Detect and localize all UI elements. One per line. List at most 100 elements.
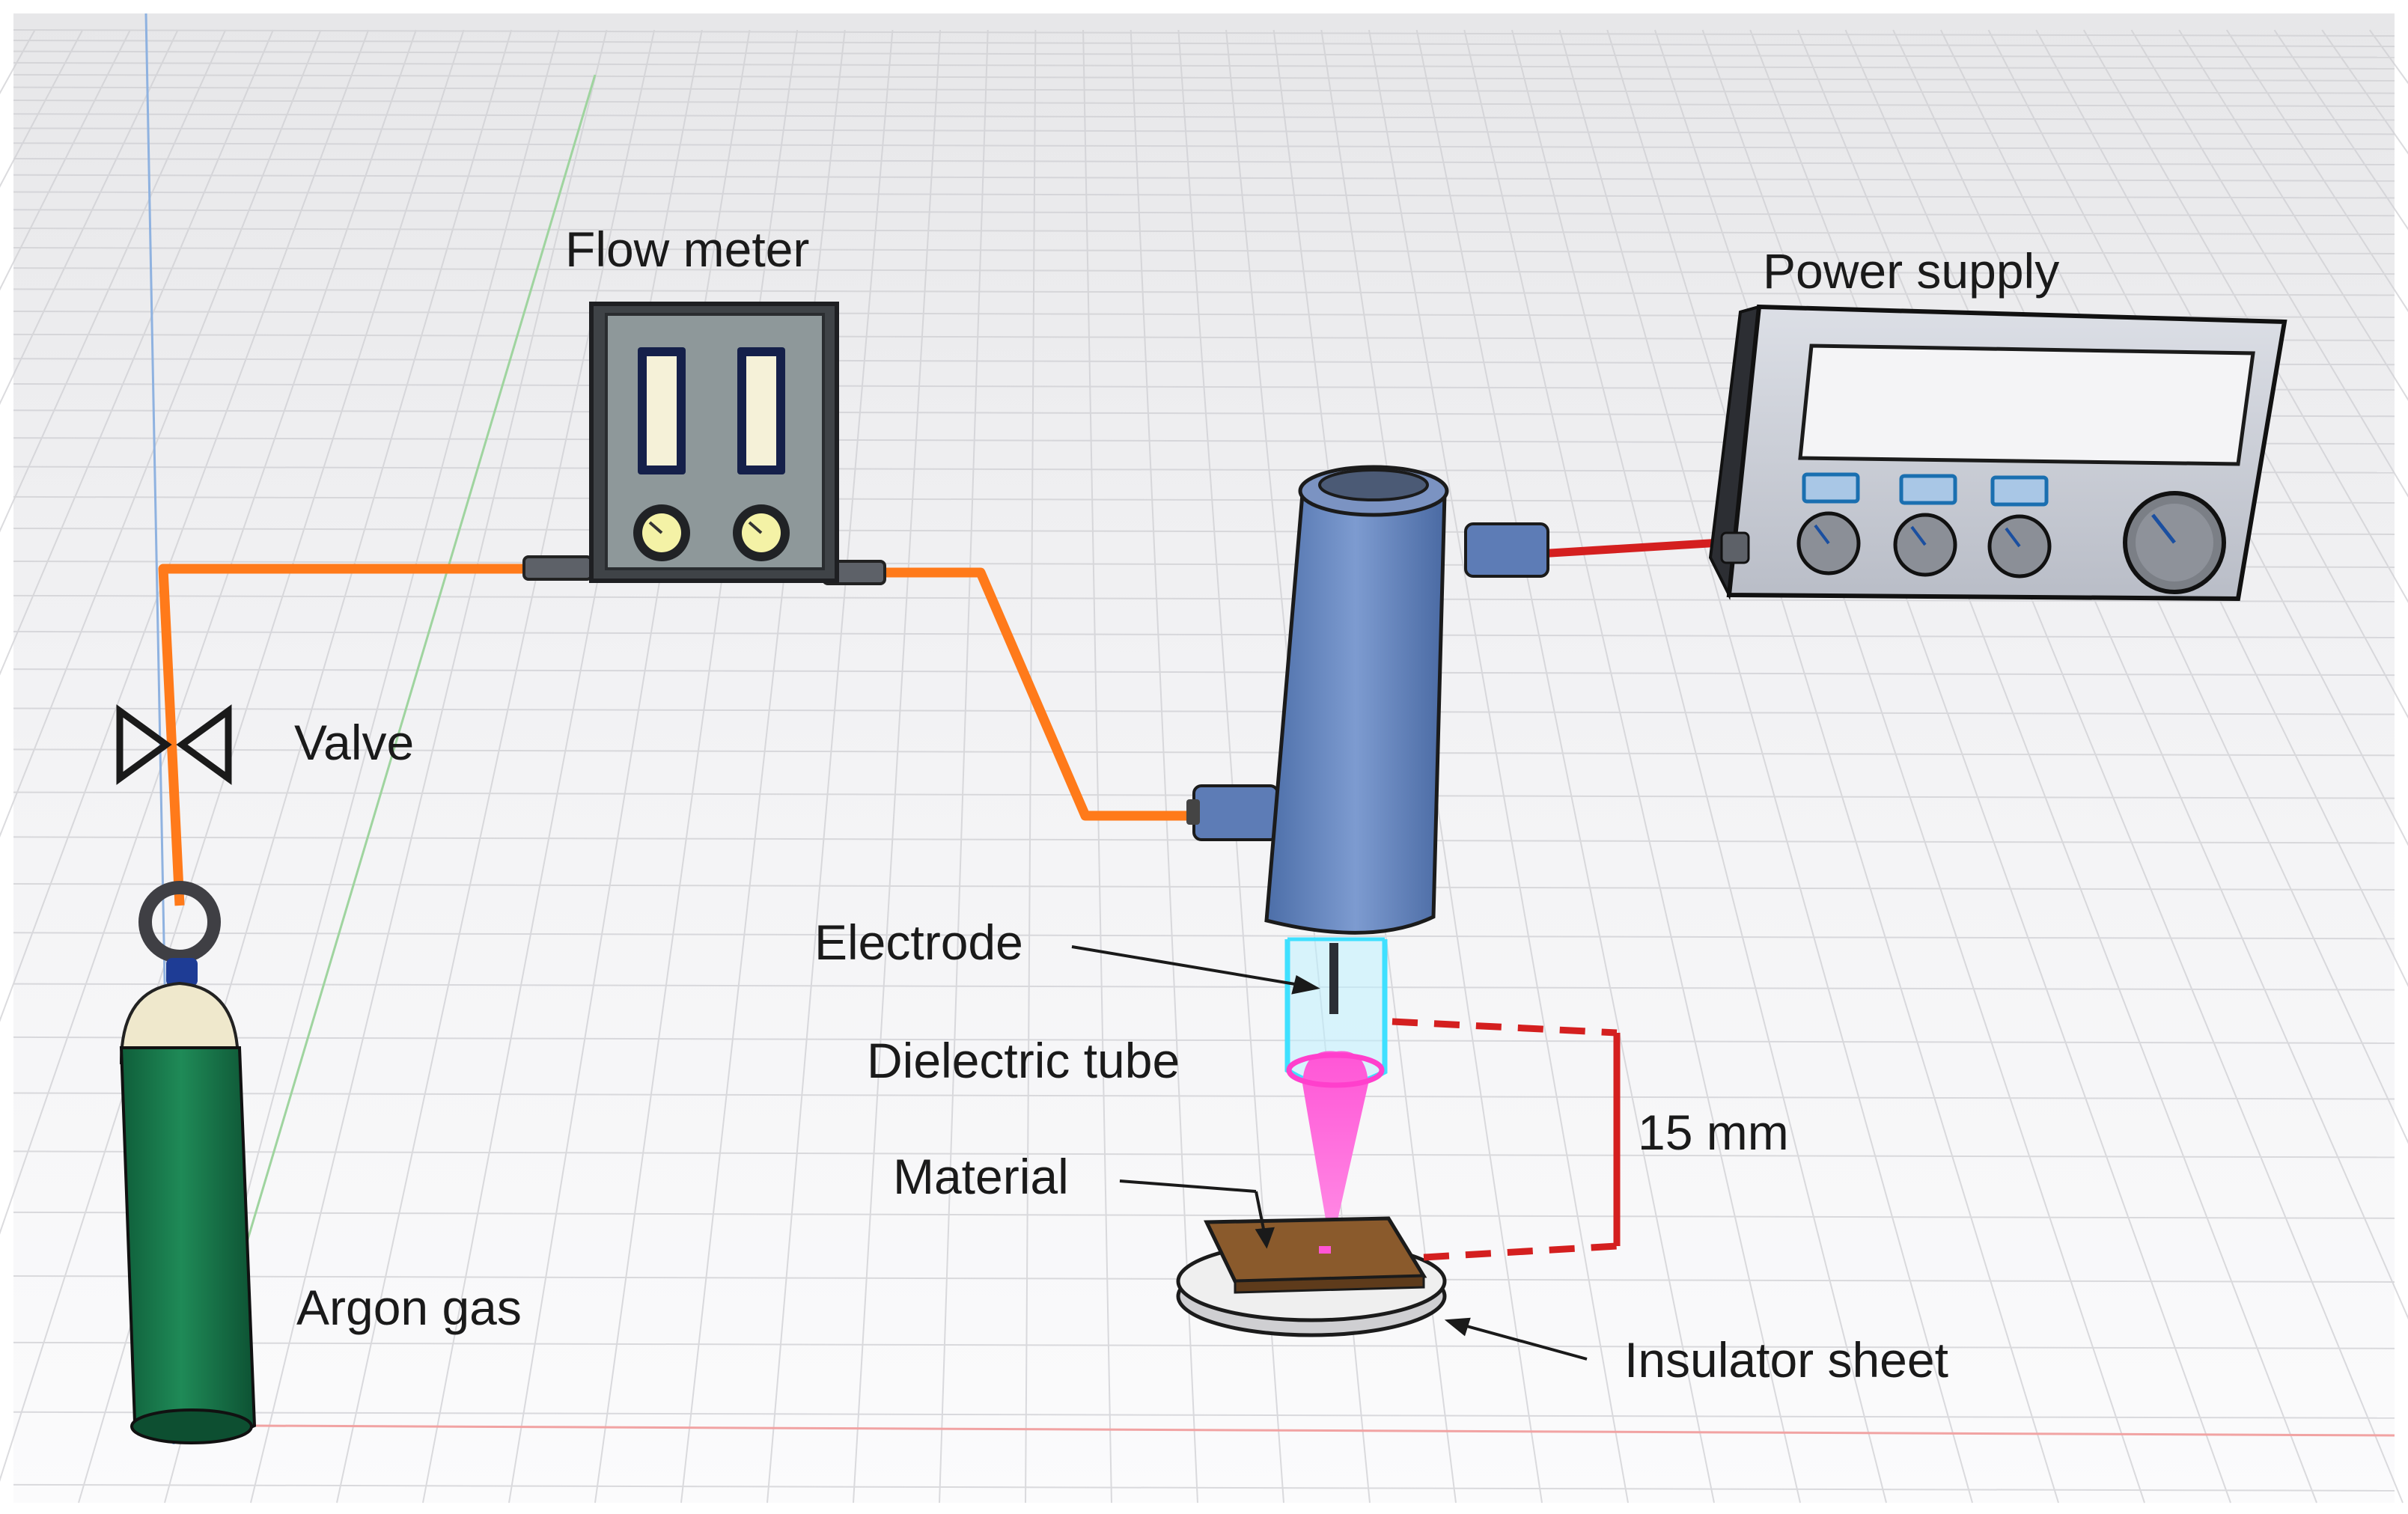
grid-line xyxy=(1130,29,1198,1504)
grid-line xyxy=(594,29,799,1504)
leader-arrows xyxy=(1071,945,1588,1361)
grid-line xyxy=(0,29,131,291)
perspective-grid xyxy=(0,29,2408,1504)
red-axis-line xyxy=(254,1424,2395,1437)
grid-line xyxy=(13,983,2395,991)
grid-line xyxy=(13,748,2395,757)
knob-icon xyxy=(2123,491,2226,594)
cylinder-handle-ring xyxy=(138,881,221,963)
grid-line xyxy=(13,1150,2395,1159)
reactor-top-cap xyxy=(1318,468,1429,501)
grid-line xyxy=(13,100,2395,108)
grid-line xyxy=(13,267,2395,275)
plasma-ring xyxy=(1286,1052,1385,1088)
grid-line xyxy=(0,29,370,1022)
knob-icon xyxy=(1987,514,2052,579)
plasma-jet xyxy=(1286,1051,1385,1250)
grid-line xyxy=(13,127,2395,135)
grid-line xyxy=(1558,29,1973,1504)
grid-line xyxy=(2225,29,2408,313)
grid-line xyxy=(13,158,2395,166)
green-axis-line xyxy=(223,74,597,1318)
grid-line xyxy=(2178,29,2408,401)
flow-meter-label: Flow meter xyxy=(565,222,809,277)
grid-line xyxy=(13,174,2395,182)
valve-label: Valve xyxy=(294,715,414,770)
grid-line xyxy=(1463,29,1801,1504)
grid-line xyxy=(13,61,2395,70)
power-line xyxy=(1537,538,1722,558)
grid-line xyxy=(13,73,2395,82)
reactor-body xyxy=(1264,492,1447,935)
grid-line xyxy=(1701,29,2231,1504)
grid-line xyxy=(680,29,846,1504)
grid-line xyxy=(1415,29,1715,1504)
grid-line xyxy=(1025,29,1037,1504)
grid-line xyxy=(13,209,2395,217)
grid-line xyxy=(336,29,656,1504)
grid-line xyxy=(13,142,2395,150)
cylinder-valve-head xyxy=(166,958,198,986)
grid-line xyxy=(13,932,2395,940)
grid-line xyxy=(508,29,751,1504)
cylinder-cap xyxy=(119,981,240,1064)
grid-line xyxy=(766,29,894,1504)
flow-meter xyxy=(522,302,886,585)
plasma-reactor xyxy=(1186,465,1549,935)
cylinder-body xyxy=(119,1046,257,1444)
grid-line xyxy=(1082,29,1112,1504)
gas-line xyxy=(158,564,1194,906)
grid-line xyxy=(0,29,274,676)
grid-line xyxy=(13,1211,2395,1219)
grid-line xyxy=(13,246,2395,254)
grid-line xyxy=(13,1483,2395,1492)
grid-line xyxy=(13,630,2395,638)
grid-line xyxy=(13,594,2395,602)
valve-icon xyxy=(116,704,232,785)
grid-line xyxy=(1368,29,1629,1504)
grid-line xyxy=(0,29,322,838)
power-supply-label: Power supply xyxy=(1763,243,2059,299)
grid-line xyxy=(13,288,2395,296)
knob-icon xyxy=(1796,511,1861,576)
distance-bracket xyxy=(1392,1018,1621,1261)
power-supply-indicator xyxy=(1802,472,2049,507)
grid-line xyxy=(13,228,2395,236)
flow-meter-left-fitting xyxy=(522,555,593,581)
grid-line xyxy=(13,1092,2395,1100)
argon-gas-cylinder xyxy=(119,881,257,1444)
power-connector xyxy=(1464,522,1549,578)
grid-line xyxy=(939,29,989,1504)
distance-label: 15 mm xyxy=(1638,1105,1789,1160)
grid-line xyxy=(13,191,2395,199)
grid-line xyxy=(250,29,608,1504)
grid-line xyxy=(13,707,2395,715)
grid-line xyxy=(13,40,2395,47)
grid-line xyxy=(2035,29,2408,719)
gauge-icon xyxy=(733,504,790,561)
knob-icon xyxy=(1893,513,1957,577)
flow-tube-right xyxy=(746,356,776,466)
flow-tube-left xyxy=(647,356,677,466)
grid-line xyxy=(13,50,2395,58)
grid-line xyxy=(0,29,227,533)
grid-line xyxy=(1892,29,2408,1144)
electrode-label: Electrode xyxy=(814,915,1023,970)
power-supply xyxy=(1708,304,2287,602)
gauge-icon xyxy=(633,504,690,561)
dielectric-tube-label: Dielectric tube xyxy=(867,1033,1180,1088)
grid-line xyxy=(1796,29,2404,1504)
grid-line xyxy=(13,1036,2395,1044)
power-supply-display xyxy=(1798,344,2255,466)
grid-line xyxy=(1844,29,2408,1320)
grid-line xyxy=(1606,29,2059,1504)
grid-line xyxy=(422,29,703,1504)
grid-line xyxy=(13,113,2395,121)
grid-line xyxy=(853,29,942,1504)
grid-line xyxy=(2130,29,2408,498)
grid-line xyxy=(13,29,2395,37)
grid-line xyxy=(1987,29,2408,846)
grid-line xyxy=(1939,29,2408,987)
grid-line xyxy=(13,882,2395,891)
